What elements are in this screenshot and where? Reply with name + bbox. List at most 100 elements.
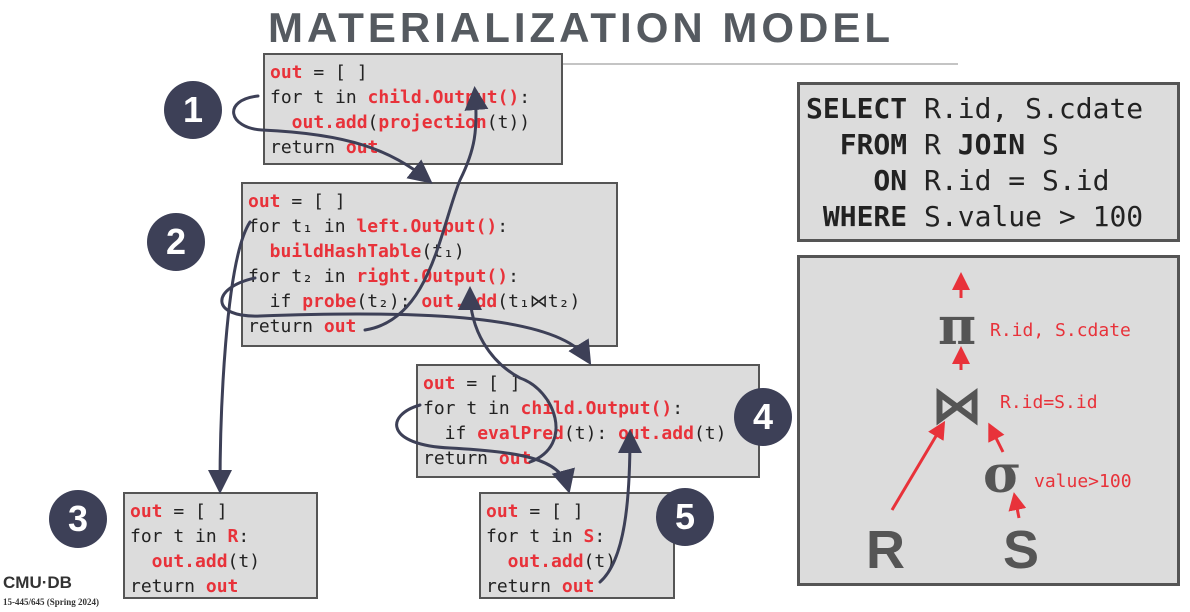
code-token: out bbox=[561, 576, 595, 597]
code-token: right.Output() bbox=[356, 266, 509, 287]
code-token: left.Output() bbox=[356, 216, 498, 237]
join-symbol: ⋈ bbox=[931, 376, 983, 436]
plan-edge-s-to-selection bbox=[1008, 492, 1027, 519]
code-token: out bbox=[486, 501, 519, 522]
code-token: (t₁⋈t₂) bbox=[497, 291, 581, 312]
code-line: buildHashTable(t₁) bbox=[248, 239, 616, 264]
code-line: out.add(projection(t)) bbox=[270, 110, 561, 135]
code-token: (t) bbox=[583, 551, 617, 572]
code-token: child.Output() bbox=[520, 398, 673, 419]
code-token: if bbox=[248, 291, 303, 312]
code-token: ( bbox=[367, 112, 379, 133]
scan-s-operator-code: out = [ ]for t in S: out.add(t)return ou… bbox=[479, 492, 675, 599]
code-line: for t in R: bbox=[130, 524, 316, 549]
code-token: out bbox=[423, 373, 456, 394]
code-line: FROM R JOIN S bbox=[806, 127, 1177, 163]
leaf-relation-s: S bbox=[1003, 520, 1039, 580]
code-line: if evalPred(t): out.add(t) bbox=[423, 421, 758, 446]
code-line: for t₂ in right.Output(): bbox=[248, 264, 616, 289]
code-token: = [ ] bbox=[302, 62, 368, 83]
step-badge-2: 2 bbox=[147, 213, 205, 271]
code-token: S bbox=[1025, 128, 1059, 161]
code-line: out = [ ] bbox=[486, 499, 673, 524]
code-token: if bbox=[423, 423, 478, 444]
code-token: probe bbox=[302, 291, 357, 312]
step-badge-1: 1 bbox=[164, 81, 222, 139]
code-token: out bbox=[248, 191, 281, 212]
code-token: : bbox=[497, 216, 509, 237]
flow-arrow-projection-to-join bbox=[232, 94, 433, 184]
code-token: (t₁) bbox=[421, 241, 465, 262]
cmu-db-logo: CMU·DB bbox=[3, 573, 72, 592]
sql-query-box: SELECT R.id, S.cdate FROM R JOIN S ON R.… bbox=[797, 82, 1180, 242]
code-token: : bbox=[519, 87, 531, 108]
selection-label: value>100 bbox=[1034, 471, 1132, 492]
code-token: (t) bbox=[227, 551, 261, 572]
code-token: (t₂): bbox=[356, 291, 422, 312]
code-token: return bbox=[270, 137, 346, 158]
filter-operator-code: out = [ ]for t in child.Output(): if eva… bbox=[416, 364, 760, 478]
code-token: for t₁ in bbox=[248, 216, 357, 237]
code-token: out bbox=[323, 316, 357, 337]
code-line: out = [ ] bbox=[270, 60, 561, 85]
code-token: out bbox=[130, 501, 163, 522]
code-token: JOIN bbox=[957, 128, 1026, 161]
flow-arrow-join-to-scan-r bbox=[208, 220, 252, 494]
projection-symbol: π bbox=[938, 296, 976, 357]
step-badge-3: 3 bbox=[49, 490, 107, 548]
code-line: for t in S: bbox=[486, 524, 673, 549]
code-token: for t in bbox=[423, 398, 521, 419]
slide-title: MATERIALIZATION MODEL bbox=[268, 4, 895, 51]
selection-symbol: σ bbox=[983, 444, 1021, 505]
query-plan-tree: π R.id, S.cdate ⋈ R.id=S.id σ value>100 … bbox=[866, 272, 1132, 580]
code-token: for t₂ in bbox=[248, 266, 357, 287]
code-token: : bbox=[672, 398, 684, 419]
title-divider bbox=[265, 63, 958, 65]
code-token: for t in bbox=[270, 87, 368, 108]
code-token: R bbox=[907, 128, 958, 161]
code-token: (t)) bbox=[486, 112, 531, 133]
code-line: return out bbox=[248, 314, 616, 339]
scan-r-operator-code: out = [ ]for t in R: out.add(t)return ou… bbox=[123, 492, 318, 599]
code-token: return bbox=[248, 316, 324, 337]
code-line: out.add(t) bbox=[486, 549, 673, 574]
code-token: FROM bbox=[806, 128, 908, 161]
code-token: R.id, S.cdate bbox=[907, 92, 1144, 125]
code-line: out = [ ] bbox=[248, 189, 616, 214]
course-label: 15-445/645 (Spring 2024) bbox=[3, 597, 100, 607]
code-line: ON R.id = S.id bbox=[806, 163, 1177, 199]
code-token: : bbox=[594, 526, 606, 547]
flow-arrow-filter-result-to-join bbox=[458, 286, 558, 464]
code-token: = [ ] bbox=[280, 191, 346, 212]
flow-arrow-join-to-filter bbox=[220, 276, 592, 366]
code-line: out = [ ] bbox=[130, 499, 316, 524]
query-plan-box: π R.id, S.cdate ⋈ R.id=S.id σ value>100 … bbox=[797, 255, 1180, 586]
code-line: out = [ ] bbox=[423, 371, 758, 396]
code-token: projection bbox=[378, 112, 487, 133]
code-token: out.add bbox=[130, 551, 228, 572]
plan-edge-selection-to-join bbox=[988, 422, 1005, 453]
code-line: for t₁ in left.Output(): bbox=[248, 214, 616, 239]
code-token: R.id = S.id bbox=[907, 164, 1110, 197]
code-token: out.add bbox=[270, 112, 368, 133]
code-token: S bbox=[583, 526, 595, 547]
code-line: out.add(t) bbox=[130, 549, 316, 574]
code-token: out bbox=[205, 576, 239, 597]
code-token: : bbox=[508, 266, 519, 287]
code-token: = [ ] bbox=[162, 501, 228, 522]
code-token: (t): bbox=[563, 423, 619, 444]
code-line: SELECT R.id, S.cdate bbox=[806, 91, 1177, 127]
join-operator-code: out = [ ]for t₁ in left.Output(): buildH… bbox=[241, 182, 618, 347]
code-token: S.value > 100 bbox=[907, 200, 1144, 233]
code-token: return bbox=[130, 576, 206, 597]
code-token: (t) bbox=[693, 423, 727, 444]
plan-edge-r-to-join bbox=[890, 420, 946, 511]
projection-label: R.id, S.cdate bbox=[990, 320, 1131, 341]
projection-operator-code: out = [ ]for t in child.Output(): out.ad… bbox=[263, 53, 563, 165]
flow-arrow-filter-to-scan-s bbox=[395, 403, 575, 494]
code-token: ON bbox=[806, 164, 908, 197]
code-token: out bbox=[270, 62, 303, 83]
flow-arrow-scan-s-result-to-filter bbox=[598, 429, 642, 584]
code-token: = [ ] bbox=[455, 373, 521, 394]
